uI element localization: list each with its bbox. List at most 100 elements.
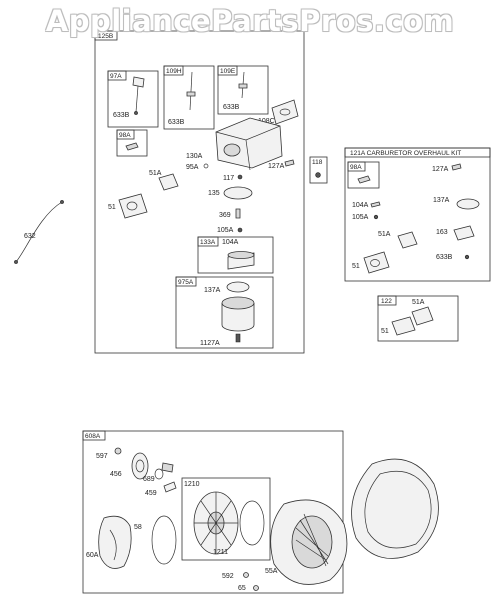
group-tag-box-98a-kit: [347, 161, 366, 172]
label-137a: 137A: [204, 287, 221, 294]
bolt-1127a-part: [235, 333, 241, 343]
group-tag-box-109e: [217, 65, 238, 76]
label-632: 632: [24, 233, 36, 240]
group-box-1210: [181, 477, 271, 561]
shroud-ring-inner: [364, 470, 432, 549]
inlet-needle-part: [125, 142, 139, 151]
shaft-spring-part: [186, 91, 196, 97]
group-tag-box-121a: [344, 147, 491, 158]
group-box-109e: [217, 65, 269, 115]
label-592: 592: [222, 573, 234, 580]
float-bowl-975a-rim: [221, 296, 255, 310]
kit-label-51a: 51A: [378, 231, 391, 238]
spring-369-part: [235, 208, 241, 219]
screw-part: [134, 111, 138, 115]
group-label-125b: 125B: [98, 33, 113, 40]
screw-592: [243, 572, 249, 578]
kit-inlet-needle-part: [357, 175, 371, 184]
leader-line: [135, 85, 139, 113]
kit-gasket-51a: [397, 231, 418, 249]
label-105a: 105A: [217, 227, 234, 234]
starter-reel-spokes: [194, 492, 238, 554]
label-51a: 51A: [149, 170, 162, 177]
group-box-118: [309, 156, 328, 184]
label-58: 58: [134, 524, 142, 531]
starter-handle-60a: [98, 515, 132, 569]
label-51: 51: [108, 204, 116, 211]
gasket-51-part: [118, 193, 148, 219]
grille-slots: [295, 513, 329, 567]
gasket-hole: [279, 108, 291, 116]
diaphragm-137a-part: [226, 281, 250, 293]
kit-diaphragm-137a: [456, 198, 480, 210]
governor-link-632-part: [15, 201, 63, 263]
retainer-459: [163, 481, 177, 493]
float-135-part: [223, 186, 253, 200]
starter-pulley-hub: [135, 459, 145, 473]
group-label-98a-kit: 98A: [350, 164, 362, 171]
rewind-spring-part: [239, 500, 265, 546]
screw-95a-part: [203, 163, 209, 169]
group122-gasket-51: [391, 316, 416, 336]
group-label-122: 122: [381, 298, 392, 305]
gasket-51a-part: [158, 173, 179, 191]
gasket-plate-part: [271, 99, 299, 125]
group-box-97a: [107, 70, 159, 128]
float-bowl-975a-part: [221, 303, 255, 332]
kit-label-51: 51: [352, 263, 360, 270]
group122-gasket-51a: [411, 306, 434, 326]
kit-label-163: 163: [436, 229, 448, 236]
group-label-121a: 121A CARBURETOR OVERHAUL KIT: [350, 150, 461, 157]
label-108c: 108C: [258, 118, 275, 125]
label-127a: 127A: [268, 163, 285, 170]
label-459: 459: [145, 490, 157, 497]
group-box-125b: [94, 30, 305, 354]
kit-label-104a: 104A: [352, 202, 369, 209]
kit-screw-633b: [464, 254, 470, 260]
group-tag-box-608a: [82, 430, 106, 441]
watermark: AppliancePartsPros.com: [45, 4, 455, 38]
kit-label-137a: 137A: [433, 197, 450, 204]
label-95a: 95A: [186, 164, 199, 171]
group-label-608a: 608A: [85, 433, 101, 440]
kit-part-105a: [373, 214, 379, 220]
link-end-a: [60, 200, 64, 204]
carburetor-edges: [215, 125, 281, 171]
part-118: [315, 172, 321, 178]
label-135: 135: [208, 190, 220, 197]
group-tag-box-98a: [116, 129, 135, 140]
label-633b-c: 633B: [223, 104, 240, 111]
starter-rope-58: [151, 515, 177, 565]
shroud-ring-930: [351, 458, 439, 559]
group-label-98a: 98A: [119, 132, 131, 139]
group-box-133a: [197, 236, 274, 274]
label-633b-b: 633B: [168, 119, 185, 126]
group122-label-51: 51: [381, 328, 389, 335]
screw-65: [253, 585, 259, 591]
group-box-608a: [82, 430, 344, 594]
label-456: 456: [110, 471, 122, 478]
group-box-109h: [163, 65, 215, 130]
label-633b-a: 633B: [113, 112, 130, 119]
fuel-pipe-part: [284, 159, 295, 167]
label-597: 597: [96, 453, 108, 460]
group-box-122: [377, 295, 459, 342]
kit-gasket-51: [363, 251, 390, 274]
group-label-109e: 109E: [220, 68, 236, 75]
label-60a: 60A: [86, 552, 99, 559]
kit-gasket-51-hole: [370, 259, 380, 267]
screw-105a-part: [237, 227, 243, 233]
kit-part-104a: [370, 201, 381, 208]
kit-label-127a: 127A: [432, 166, 449, 173]
label-130a: 130A: [186, 153, 203, 160]
spring-689: [154, 468, 164, 480]
kit-label-633b: 633B: [436, 254, 453, 261]
kit-label-105a: 105A: [352, 214, 369, 221]
group-label-97a: 97A: [110, 73, 122, 80]
group-tag-box-122: [377, 295, 397, 306]
label-1210: 1210: [184, 481, 200, 488]
group-label-975a: 975A: [178, 279, 194, 286]
group-tag-box-97a: [107, 70, 127, 81]
